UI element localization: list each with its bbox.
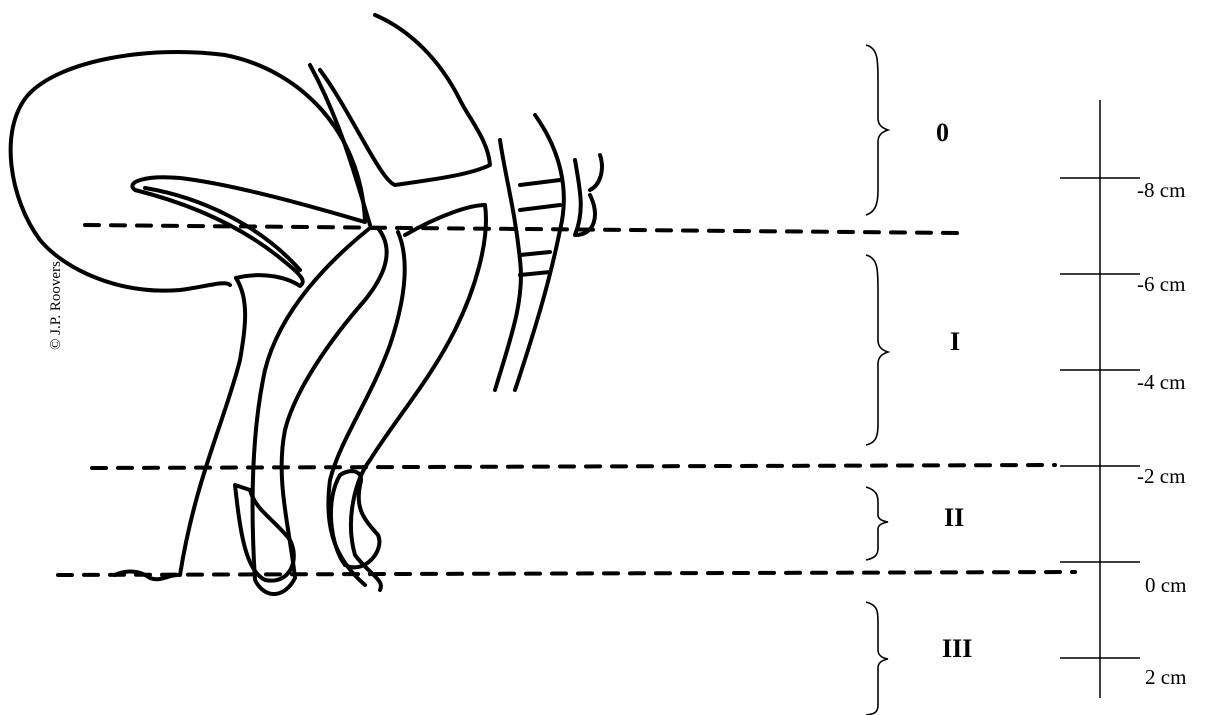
scale-label-minus2: -2 cm	[1137, 464, 1185, 489]
level-line-hymen-minus2	[92, 465, 1055, 468]
level-line-top	[85, 225, 958, 233]
scale-label-0: 0 cm	[1145, 573, 1186, 598]
brace-zone-I	[866, 255, 888, 445]
zone-label-III: III	[942, 634, 972, 664]
scale-label-2: 2 cm	[1145, 665, 1186, 690]
rectum	[351, 205, 486, 590]
copyright-text: © J.P. Roovers	[48, 261, 65, 350]
uterus-cervix	[310, 15, 490, 225]
anterior-wall	[180, 278, 245, 575]
scale-label-minus4: -4 cm	[1137, 370, 1185, 395]
bladder-outline	[11, 52, 365, 291]
zone-label-0: 0	[936, 118, 949, 148]
brace-zone-II	[866, 487, 888, 560]
vaginal-anterior	[252, 228, 386, 594]
brace-zone-0	[866, 45, 888, 215]
scale-label-minus6: -6 cm	[1137, 272, 1185, 297]
level-line-hymen	[58, 572, 1075, 575]
zone-label-II: II	[944, 503, 964, 533]
zone-label-I: I	[950, 327, 960, 357]
vaginal-posterior	[328, 232, 404, 585]
brace-zone-III	[866, 602, 888, 715]
scale-label-minus8: -8 cm	[1137, 178, 1185, 203]
